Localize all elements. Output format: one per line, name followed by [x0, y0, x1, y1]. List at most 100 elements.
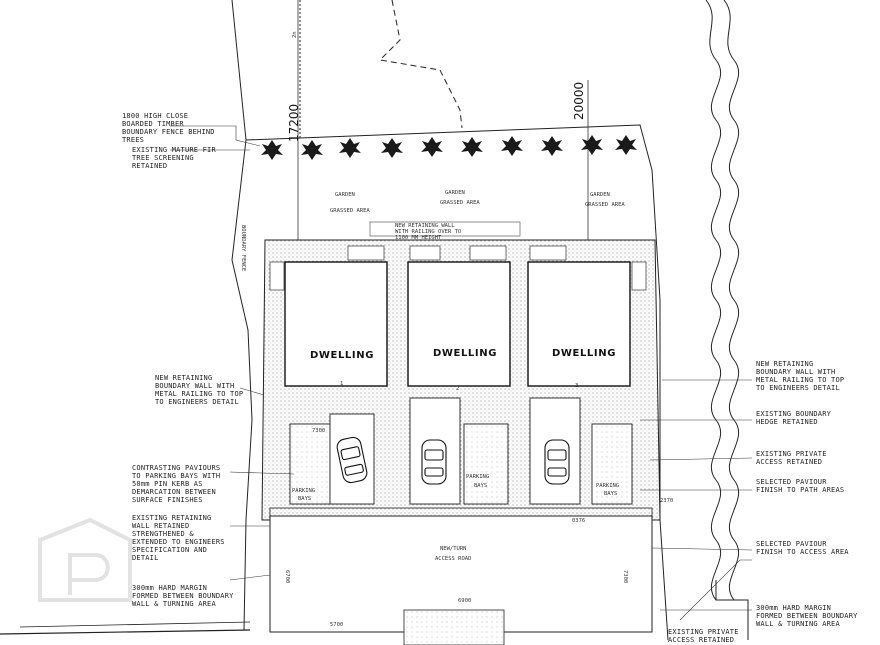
svg-text:EXTENDED TO ENGINEERS: EXTENDED TO ENGINEERS — [132, 538, 225, 546]
svg-text:FINISH TO PATH AREAS: FINISH TO PATH AREAS — [756, 486, 844, 494]
svg-text:EXISTING PRIVATE: EXISTING PRIVATE — [756, 450, 827, 458]
top-wall-note: NEW RETAINING WALL WITH RAILING OVER TO … — [369, 221, 521, 241]
site-boundary — [0, 0, 669, 641]
svg-text:1800 HIGH CLOSE: 1800 HIGH CLOSE — [122, 112, 188, 120]
dwelling-3-number: 3 — [575, 383, 578, 389]
access-road-edge — [269, 507, 653, 517]
note-margin-left: 300mm HARD MARGIN FORMED BETWEEN BOUNDAR… — [132, 584, 234, 608]
garden-sub-3: GRASSED AREA — [585, 202, 625, 208]
entrance-apron — [403, 609, 505, 645]
svg-text:BOUNDARY WALL WITH: BOUNDARY WALL WITH — [756, 368, 835, 376]
boundary-fence-label: BOUNDARY FENCE — [240, 225, 246, 271]
svg-text:300mm HARD MARGIN: 300mm HARD MARGIN — [132, 584, 207, 592]
svg-text:1100 MM HEIGHT: 1100 MM HEIGHT — [395, 235, 442, 241]
svg-text:TREE SCREENING: TREE SCREENING — [132, 154, 194, 162]
svg-text:6700: 6700 — [284, 570, 290, 583]
svg-text:WALL & TURNING AREA: WALL & TURNING AREA — [756, 620, 840, 628]
svg-text:BOUNDARY FENCE BEHIND: BOUNDARY FENCE BEHIND — [122, 128, 215, 136]
svg-text:WALL RETAINED: WALL RETAINED — [132, 522, 189, 530]
garden-sub-2: GRASSED AREA — [440, 200, 480, 206]
svg-text:TO ENGINEERS DETAIL: TO ENGINEERS DETAIL — [756, 384, 840, 392]
svg-text:EXISTING BOUNDARY: EXISTING BOUNDARY — [756, 410, 832, 418]
svg-text:ACCESS RETAINED: ACCESS RETAINED — [668, 636, 734, 644]
svg-text:WALL & TURNING AREA: WALL & TURNING AREA — [132, 600, 216, 608]
svg-text:DETAIL: DETAIL — [132, 554, 159, 562]
dwelling-2-label: DWELLING — [433, 348, 497, 359]
svg-text:STRENGTHENED &: STRENGTHENED & — [132, 530, 194, 538]
garden-label-1: GARDEN — [335, 192, 355, 198]
svg-text:7300: 7300 — [312, 428, 325, 434]
svg-text:FORMED BETWEEN BOUNDARY: FORMED BETWEEN BOUNDARY — [756, 612, 858, 620]
note-retaining-right: NEW RETAINING BOUNDARY WALL WITH METAL R… — [756, 360, 844, 392]
leader-lines — [170, 125, 753, 621]
parking-label-1: PARKING — [292, 488, 315, 494]
access-road-line1: NEW/TURN — [440, 546, 467, 552]
access-road-line2: ACCESS ROAD — [435, 556, 471, 562]
hedge-right — [705, 0, 749, 640]
garden-label-2: GARDEN — [445, 190, 465, 196]
svg-text:WITH RAILING OVER TO: WITH RAILING OVER TO — [395, 229, 461, 235]
note-fir: EXISTING MATURE FIR TREE SCREENING RETAI… — [132, 146, 216, 170]
dwelling-2-number: 2 — [456, 386, 459, 392]
note-fence: 1800 HIGH CLOSE BOARDED TIMBER BOUNDARY … — [122, 112, 215, 144]
svg-text:FORMED BETWEEN BOUNDARY: FORMED BETWEEN BOUNDARY — [132, 592, 234, 600]
svg-text:NEW RETAINING: NEW RETAINING — [756, 360, 813, 368]
note-paviours: CONTRASTING PAVIOURS TO PARKING BAYS WIT… — [132, 464, 220, 504]
note-margin-right: 300mm HARD MARGIN FORMED BETWEEN BOUNDAR… — [756, 604, 858, 628]
garden-label-3: GARDEN — [590, 192, 610, 198]
svg-text:TO PARKING BAYS WITH: TO PARKING BAYS WITH — [132, 472, 220, 480]
note-private-access: EXISTING PRIVATE ACCESS RETAINED — [668, 628, 739, 644]
svg-text:5700: 5700 — [330, 622, 343, 628]
note-hedge: EXISTING BOUNDARY HEDGE RETAINED — [756, 410, 832, 426]
entry-steps — [269, 245, 647, 291]
svg-text:SPECIFICATION AND: SPECIFICATION AND — [132, 546, 207, 554]
svg-text:TO ENGINEERS DETAIL: TO ENGINEERS DETAIL — [155, 398, 239, 406]
svg-text:BOARDED TIMBER: BOARDED TIMBER — [122, 120, 184, 128]
svg-text:SURFACE FINISHES: SURFACE FINISHES — [132, 496, 203, 504]
parking-sub-1: BAYS — [298, 496, 311, 502]
svg-text:0376: 0376 — [572, 518, 585, 524]
svg-text:7300: 7300 — [622, 570, 628, 583]
dimension-lines — [297, 0, 589, 262]
fir-trees-row — [261, 135, 637, 160]
svg-text:RETAINED: RETAINED — [132, 162, 167, 170]
svg-text:METAL RAILING TO TOP: METAL RAILING TO TOP — [756, 376, 844, 384]
svg-text:METAL RAILING TO TOP: METAL RAILING TO TOP — [155, 390, 243, 398]
svg-text:NEW RETAINING WALL: NEW RETAINING WALL — [395, 223, 455, 229]
svg-text:SELECTED PAVIOUR: SELECTED PAVIOUR — [756, 478, 827, 486]
svg-text:SELECTED PAVIOUR: SELECTED PAVIOUR — [756, 540, 827, 548]
svg-text:BOUNDARY WALL WITH: BOUNDARY WALL WITH — [155, 382, 234, 390]
dwelling-1 — [284, 261, 388, 387]
svg-text:ACCESS RETAINED: ACCESS RETAINED — [756, 458, 822, 466]
svg-text:EXISTING RETAINING: EXISTING RETAINING — [132, 514, 211, 522]
svg-text:FINISH TO ACCESS AREA: FINISH TO ACCESS AREA — [756, 548, 849, 556]
road-dimensions: 7300 6900 5700 0376 6700 7300 2370 — [284, 428, 673, 628]
svg-text:DEMARCATION BETWEEN: DEMARCATION BETWEEN — [132, 488, 216, 496]
svg-text:2370: 2370 — [660, 498, 673, 504]
dimension-17200: 17200 — [287, 104, 301, 142]
parking-label-2: PARKING — [466, 474, 489, 480]
dwelling-1-number: 1 — [340, 381, 343, 387]
svg-text:NEW RETAINING: NEW RETAINING — [155, 374, 212, 382]
svg-text:6900: 6900 — [458, 598, 471, 604]
note-access-existing: EXISTING PRIVATE ACCESS RETAINED — [756, 450, 827, 466]
parking-sub-2: BAYS — [474, 483, 487, 489]
svg-text:HEDGE RETAINED: HEDGE RETAINED — [756, 418, 818, 426]
garden-sub-1: GRASSED AREA — [330, 208, 370, 214]
watermark-logo — [38, 517, 132, 602]
dwelling-3 — [527, 261, 631, 387]
svg-text:EXISTING PRIVATE: EXISTING PRIVATE — [668, 628, 739, 636]
note-existing-wall: EXISTING RETAINING WALL RETAINED STRENGT… — [132, 514, 225, 562]
dwelling-3-label: DWELLING — [552, 348, 616, 359]
dwelling-1-label: DWELLING — [310, 350, 374, 361]
dimension-2n: 2n — [292, 31, 298, 38]
note-retaining-left: NEW RETAINING BOUNDARY WALL WITH METAL R… — [155, 374, 243, 406]
svg-text:EXISTING MATURE FIR: EXISTING MATURE FIR — [132, 146, 216, 154]
parking-bays — [289, 397, 633, 505]
svg-text:50mm PIN KERB AS: 50mm PIN KERB AS — [132, 480, 203, 488]
svg-text:CONTRASTING PAVIOURS: CONTRASTING PAVIOURS — [132, 464, 220, 472]
dwelling-2 — [407, 261, 511, 387]
note-road-finish: SELECTED PAVIOUR FINISH TO ACCESS AREA — [756, 540, 849, 556]
dimension-20000: 20000 — [572, 82, 586, 120]
